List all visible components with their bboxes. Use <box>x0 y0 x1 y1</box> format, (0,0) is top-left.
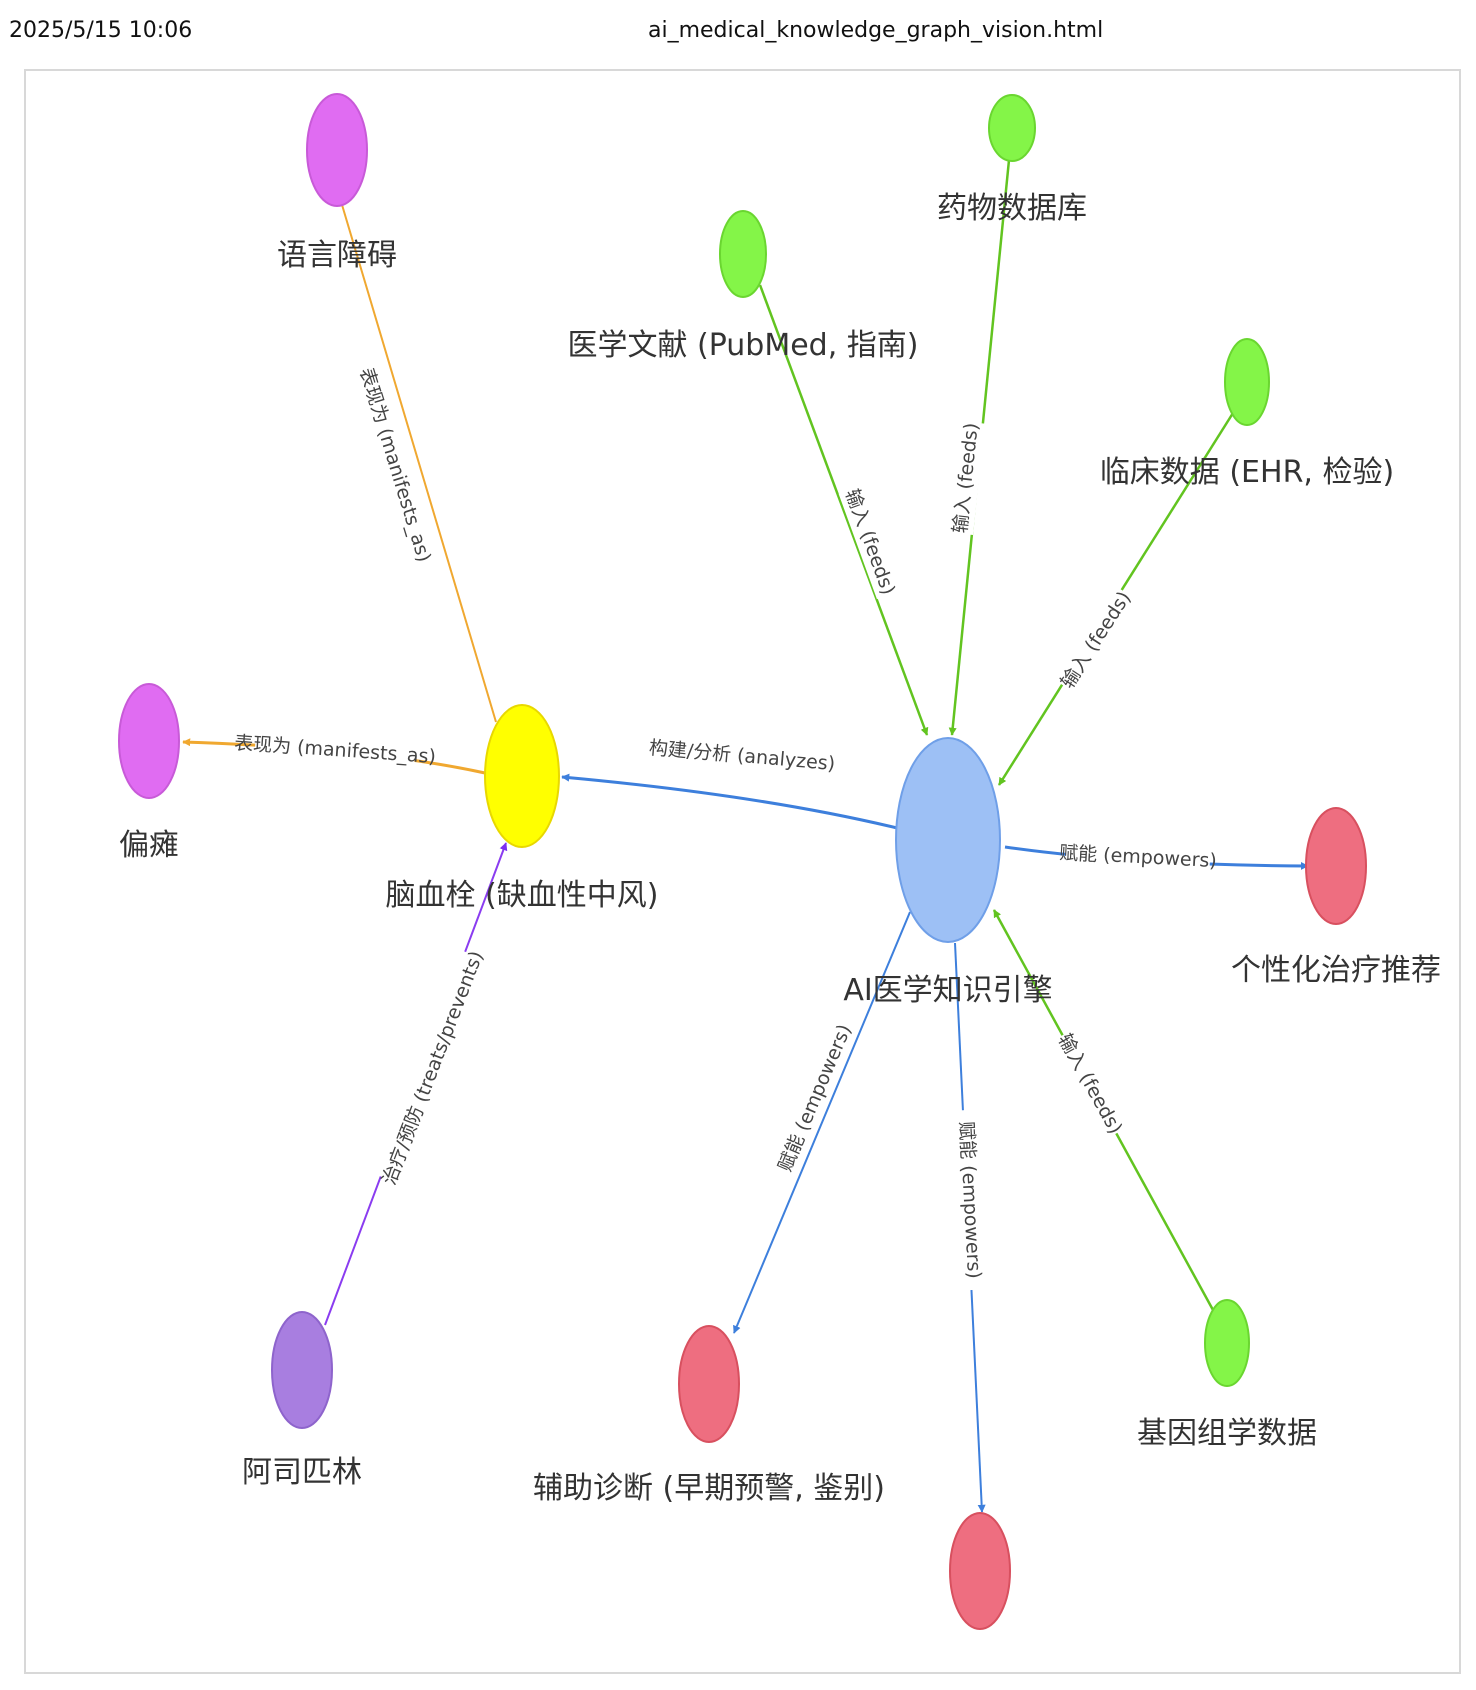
edge-label-feeds-genomics: 输入 (feeds) <box>1053 1030 1126 1138</box>
node-label-stroke: 脑血栓 (缺血性中风) <box>386 878 659 913</box>
edge-manifests-aphasia[interactable] <box>335 187 497 723</box>
print-datetime: 2025/5/15 10:06 <box>9 18 193 43</box>
node-diagnosis[interactable]: 辅助诊断 (早期预警, 鉴别) <box>533 1325 885 1506</box>
node-label-ai-engine: AI医学知识引擎 <box>843 973 1052 1008</box>
node-drug-db[interactable]: 药物数据库 <box>937 94 1087 226</box>
node-clinical-data[interactable]: 临床数据 (EHR, 检验) <box>1100 338 1394 490</box>
edge-label-group: 构建/分析 (analyzes) 表现为 (manifests_as) 表现为 … <box>233 365 1217 1291</box>
node-aspirin[interactable]: 阿司匹林 <box>242 1311 362 1490</box>
node-label-aphasia: 语言障碍 <box>277 238 397 273</box>
node-literature[interactable]: 医学文献 (PubMed, 指南) <box>567 210 919 363</box>
edge-label-treats: 治疗/预防 (treats/prevents) <box>378 948 488 1188</box>
node-personalized[interactable]: 个性化治疗推荐 <box>1231 807 1441 988</box>
edge-analyzes[interactable] <box>561 773 898 830</box>
node-label-personalized: 个性化治疗推荐 <box>1231 953 1441 988</box>
edge-label-analyzes: 构建/分析 (analyzes) <box>648 737 836 775</box>
node-label-drug-db: 药物数据库 <box>937 191 1087 226</box>
node-ai-engine[interactable]: AI医学知识引擎 <box>843 737 1053 1008</box>
edge-label-empowers-personalized: 赋能 (empowers) <box>1059 842 1218 872</box>
node-hemiplegia[interactable]: 偏瘫 <box>118 683 180 863</box>
node-aphasia[interactable]: 语言障碍 <box>277 93 397 273</box>
edge-label-manifests-aphasia: 表现为 (manifests_as) <box>355 365 435 565</box>
edge-label-empowers-diagnosis: 赋能 (empowers) <box>774 1021 856 1175</box>
node-bottom-app[interactable] <box>949 1512 1011 1630</box>
edge-label-feeds-clinical: 输入 (feeds) <box>1057 588 1136 693</box>
node-label-genomics: 基因组学数据 <box>1137 1416 1317 1451</box>
node-label-hemiplegia: 偏瘫 <box>119 828 179 863</box>
graph-frame <box>24 69 1461 1674</box>
node-label-aspirin: 阿司匹林 <box>242 1455 362 1490</box>
edge-empowers-diagnosis[interactable] <box>733 911 911 1334</box>
node-label-clinical-data: 临床数据 (EHR, 检验) <box>1100 455 1394 490</box>
node-label-diagnosis: 辅助诊断 (早期预警, 鉴别) <box>533 1471 885 1506</box>
node-label-literature: 医学文献 (PubMed, 指南) <box>567 328 918 363</box>
node-stroke[interactable]: 脑血栓 (缺血性中风) <box>386 704 659 913</box>
edge-feeds-literature[interactable] <box>758 284 929 736</box>
edge-label-empowers-bottom: 赋能 (empowers) <box>955 1121 985 1280</box>
print-filename: ai_medical_knowledge_graph_vision.html <box>648 18 1104 43</box>
node-genomics[interactable]: 基因组学数据 <box>1137 1299 1317 1451</box>
print-header: 2025/5/15 10:06 ai_medical_knowledge_gra… <box>0 0 1476 64</box>
